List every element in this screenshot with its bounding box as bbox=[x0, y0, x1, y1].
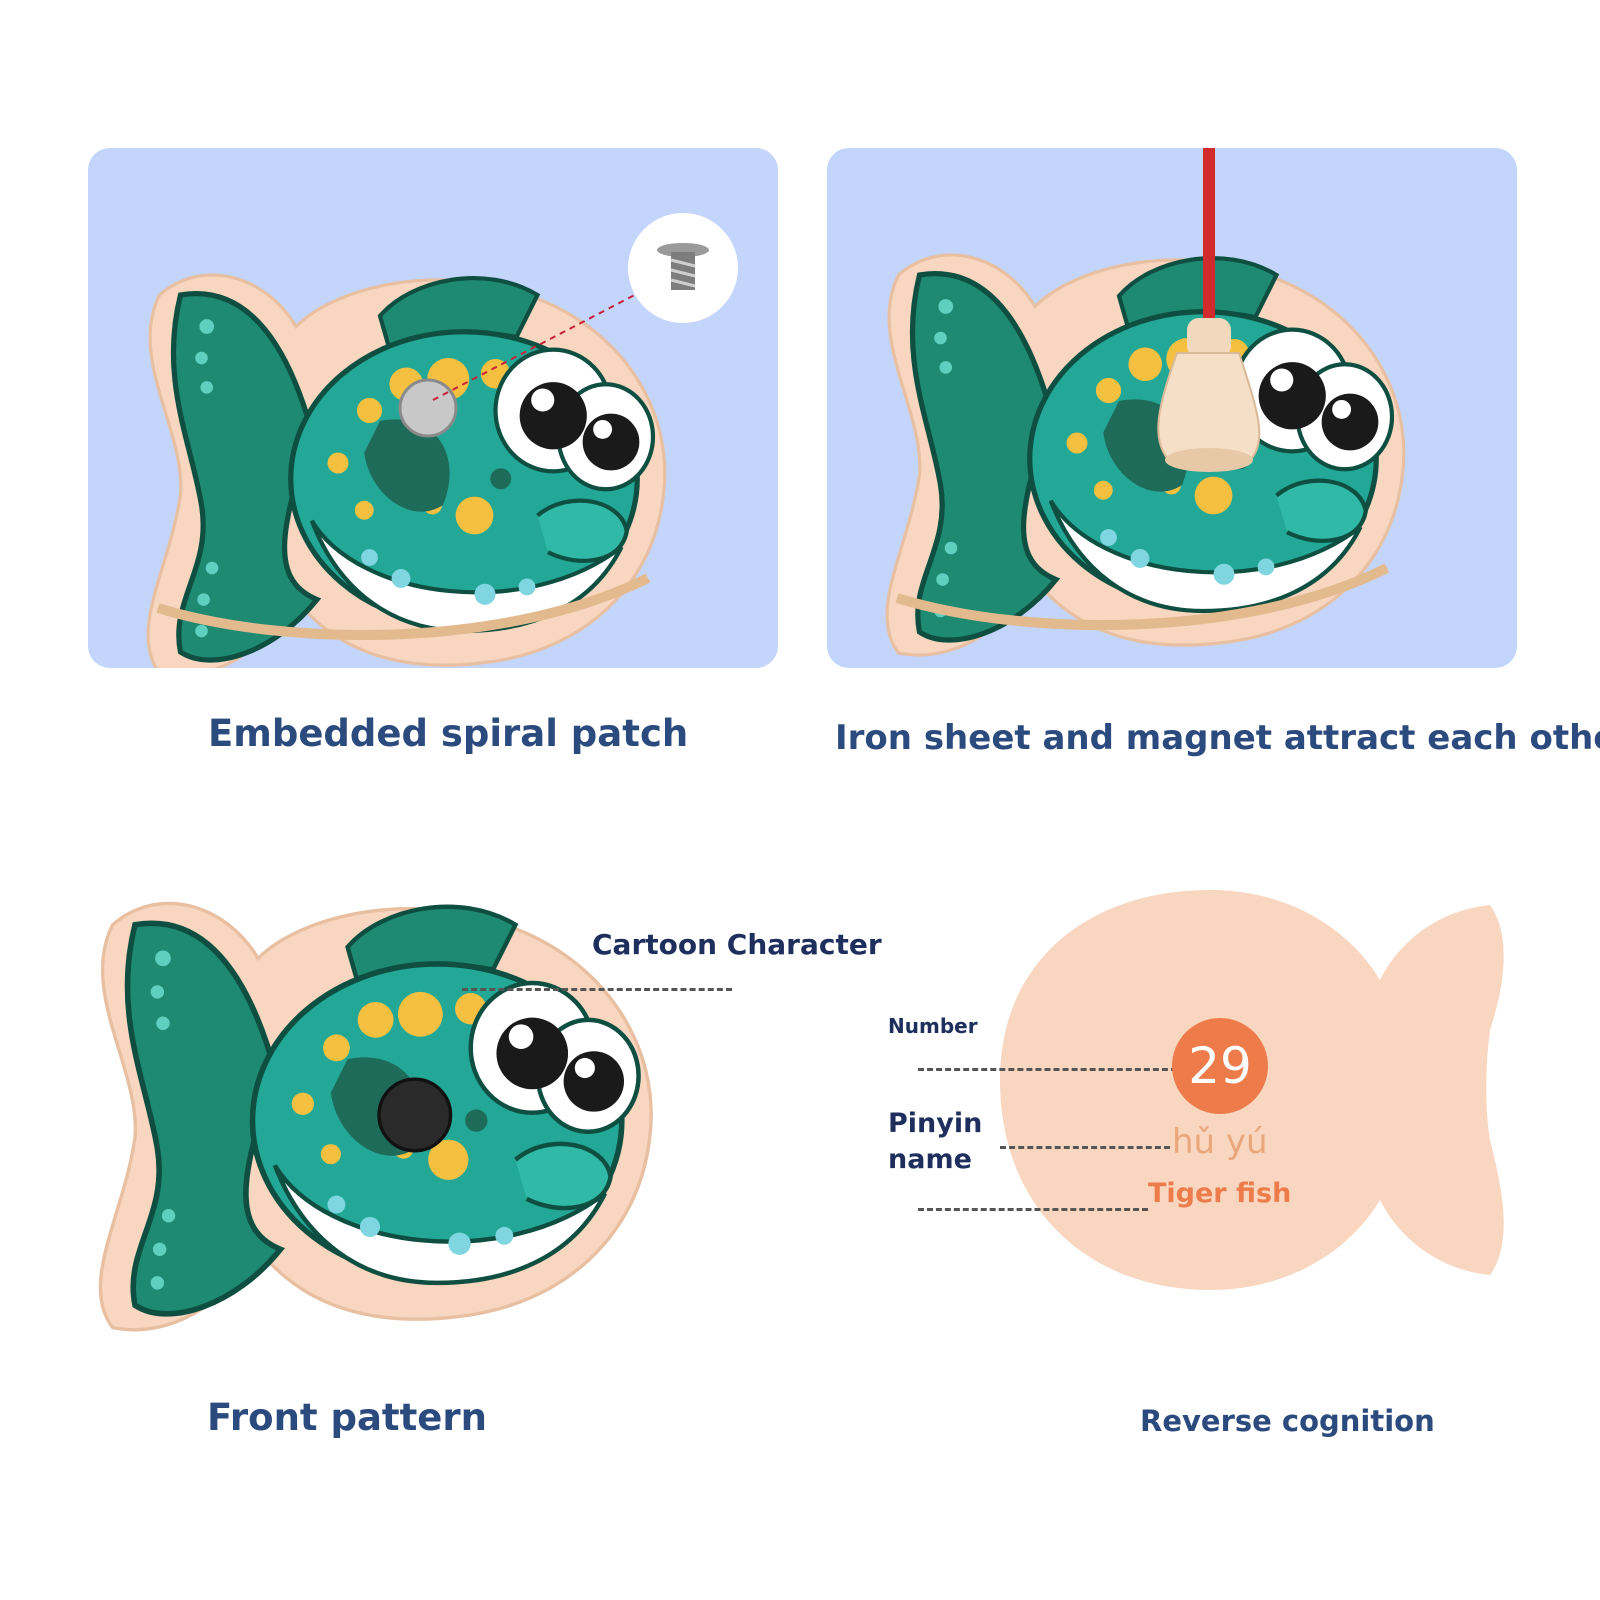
number-pointer-line bbox=[918, 1068, 1186, 1071]
metal-patch-icon bbox=[398, 378, 458, 438]
magnet-disc-icon bbox=[377, 1077, 453, 1153]
fish-toy-magnet-photo bbox=[827, 148, 1517, 668]
caption-front-pattern: Front pattern bbox=[207, 1396, 487, 1439]
screw-icon bbox=[657, 243, 709, 290]
card-number-badge: 29 bbox=[1172, 1018, 1268, 1114]
caption-spiral-patch: Embedded spiral patch bbox=[208, 712, 689, 755]
photo-panel-spiral-patch bbox=[88, 148, 778, 668]
caption-reverse-cognition: Reverse cognition bbox=[1140, 1404, 1435, 1438]
card-pinyin-text: hǔ yú bbox=[1172, 1122, 1268, 1162]
name-pointer-line bbox=[918, 1208, 1148, 1211]
caption-magnet: Iron sheet and magnet attract each other bbox=[835, 718, 1600, 758]
front-pattern-fish bbox=[70, 880, 670, 1350]
label-number: Number bbox=[888, 1014, 978, 1038]
magnet-icon bbox=[1157, 318, 1261, 472]
label-pinyin-name: Pinyin name bbox=[888, 1108, 983, 1175]
photo-panel-magnet bbox=[827, 148, 1517, 668]
fish-toy-photo bbox=[88, 213, 738, 668]
pinyin-pointer-line bbox=[1000, 1146, 1170, 1149]
label-cartoon-character: Cartoon Character bbox=[592, 928, 882, 961]
cartoon-pointer-line bbox=[462, 988, 732, 991]
card-name-text: Tiger fish bbox=[1148, 1178, 1292, 1209]
fishing-string bbox=[1203, 148, 1215, 328]
